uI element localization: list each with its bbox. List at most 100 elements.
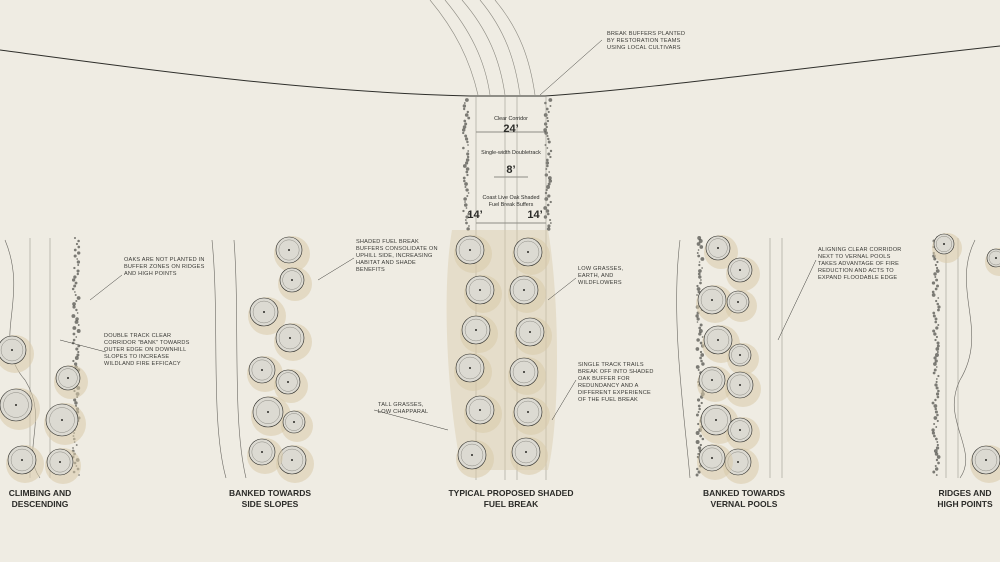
annotation-double-track: Double track clear corridor "bank" towar… [104, 333, 190, 367]
center-oak-tree-trunk [525, 451, 527, 453]
p4-oak-tree-trunk [739, 354, 741, 356]
center-hedge-left [462, 125, 467, 129]
center-hedge-left [462, 209, 465, 213]
center-hedge-right [544, 101, 547, 105]
center-hedge-left [466, 194, 469, 198]
p2-oak-tree-ring [252, 300, 276, 324]
p1-oak-tree-trunk [21, 459, 23, 461]
annotation-shaded-buffers: Shaded fuel break buffers consolidate on… [356, 239, 438, 273]
center-oak-tree-trunk [479, 289, 481, 291]
p1-hedge [74, 281, 78, 285]
leader-line [59, 339, 107, 353]
leader-line [89, 274, 123, 301]
p4-curve [676, 239, 691, 479]
center-hedge-left [466, 173, 469, 177]
p2-oak-tree-ring [278, 372, 298, 392]
center-oak-tree-trunk [469, 367, 471, 369]
p5-hedge [936, 413, 939, 417]
center-hedge-right [548, 98, 553, 102]
center-oak-tree-trunk [469, 249, 471, 251]
center-hedge-left [465, 158, 470, 162]
center-hedge-right [544, 173, 548, 177]
p4-hedge [695, 431, 700, 435]
p1-hedge [73, 284, 77, 288]
p5-hedge [933, 356, 937, 360]
center-hedge-right [549, 149, 553, 153]
p1-oak-tree-trunk [59, 461, 61, 463]
p2-oak-tree-ring [278, 326, 302, 350]
p4-oak-tree-ring [730, 260, 750, 280]
annotation-tall-grasses: Tall grasses, low chapparal [378, 402, 429, 415]
center-hedge-right [545, 107, 549, 111]
center-hedge-right [545, 158, 549, 162]
p5-oak-tree-trunk [995, 257, 997, 259]
center-hedge-right [549, 200, 552, 204]
dim-ticks [476, 131, 546, 224]
p1-hedge [73, 398, 77, 402]
center-hedge-right [543, 122, 548, 126]
center-hedge-left [464, 122, 468, 126]
p4-hedge [699, 245, 704, 249]
center-hedge-left [467, 144, 469, 146]
p5-hedge [933, 449, 938, 453]
p1-oak-tree-ring [0, 338, 24, 362]
p1-hedge [77, 350, 80, 354]
center-oak-tree-ring [518, 320, 542, 344]
p4-hedge [700, 279, 702, 281]
center-hedge-right [547, 176, 552, 180]
center-hedge-right [546, 147, 549, 149]
p4-oak-tree-ring [708, 238, 728, 258]
center-hedge-right [547, 194, 551, 198]
p5-hedge [934, 353, 939, 357]
buffer-left-value: 14’ [467, 209, 483, 221]
p5-hedge [935, 380, 938, 384]
p5-hedge [935, 299, 938, 303]
p4-oak-tree-trunk [717, 247, 719, 249]
panel-title-side-slopes: Banked Towards Side Slopes [228, 488, 311, 509]
p1-hedge [74, 320, 79, 324]
p5-hedge [937, 308, 940, 312]
p5-hedge [934, 383, 938, 387]
center-hedge-right [544, 197, 549, 201]
p4-hedge [697, 422, 700, 426]
curved-trail-top [429, 0, 536, 96]
p4-hedge [700, 257, 705, 261]
p4-oak-tree-trunk [739, 384, 741, 386]
p4-oak-tree-ring [731, 346, 749, 364]
center-hedge-right [548, 171, 551, 173]
p5-hedge [934, 320, 938, 324]
terrain-profile-line [0, 45, 1000, 97]
p5-hedge [936, 344, 940, 348]
p1-hedge [75, 317, 79, 321]
p5-hedge [933, 404, 938, 408]
p1-hedge [76, 296, 81, 300]
center-oak-tree-trunk [529, 331, 531, 333]
center-oak-tree-ring [516, 400, 540, 424]
p1-hedge [73, 266, 76, 270]
p2-oak-tree-trunk [263, 311, 265, 313]
p4-hedge [701, 437, 705, 441]
p5-hedge [936, 395, 940, 399]
p5-oak-tree-trunk [943, 243, 945, 245]
p4-hedge [698, 239, 703, 243]
p4-oak-tree-ring [730, 420, 750, 440]
p5-hedge [936, 260, 939, 264]
center-hedge-left [463, 119, 467, 123]
center-hedge-right [546, 134, 549, 138]
p1-hedge [74, 356, 79, 360]
p4-hedge [696, 242, 701, 246]
center-hedge-left [465, 215, 469, 219]
p4-oak-tree-trunk [715, 419, 717, 421]
p5-hedge [935, 378, 938, 380]
p1-hedge [74, 293, 77, 297]
leader-line [777, 259, 817, 341]
p2-oak-tree-trunk [289, 337, 291, 339]
p5-hedge [936, 443, 939, 447]
p4-hedge [695, 440, 700, 444]
p5-hedge [934, 398, 937, 402]
p1-hedge [73, 236, 77, 240]
p4-hedge [699, 341, 703, 345]
p5-hedge [937, 297, 940, 299]
p4-hedge [696, 338, 700, 342]
p1-hedge [76, 269, 80, 273]
